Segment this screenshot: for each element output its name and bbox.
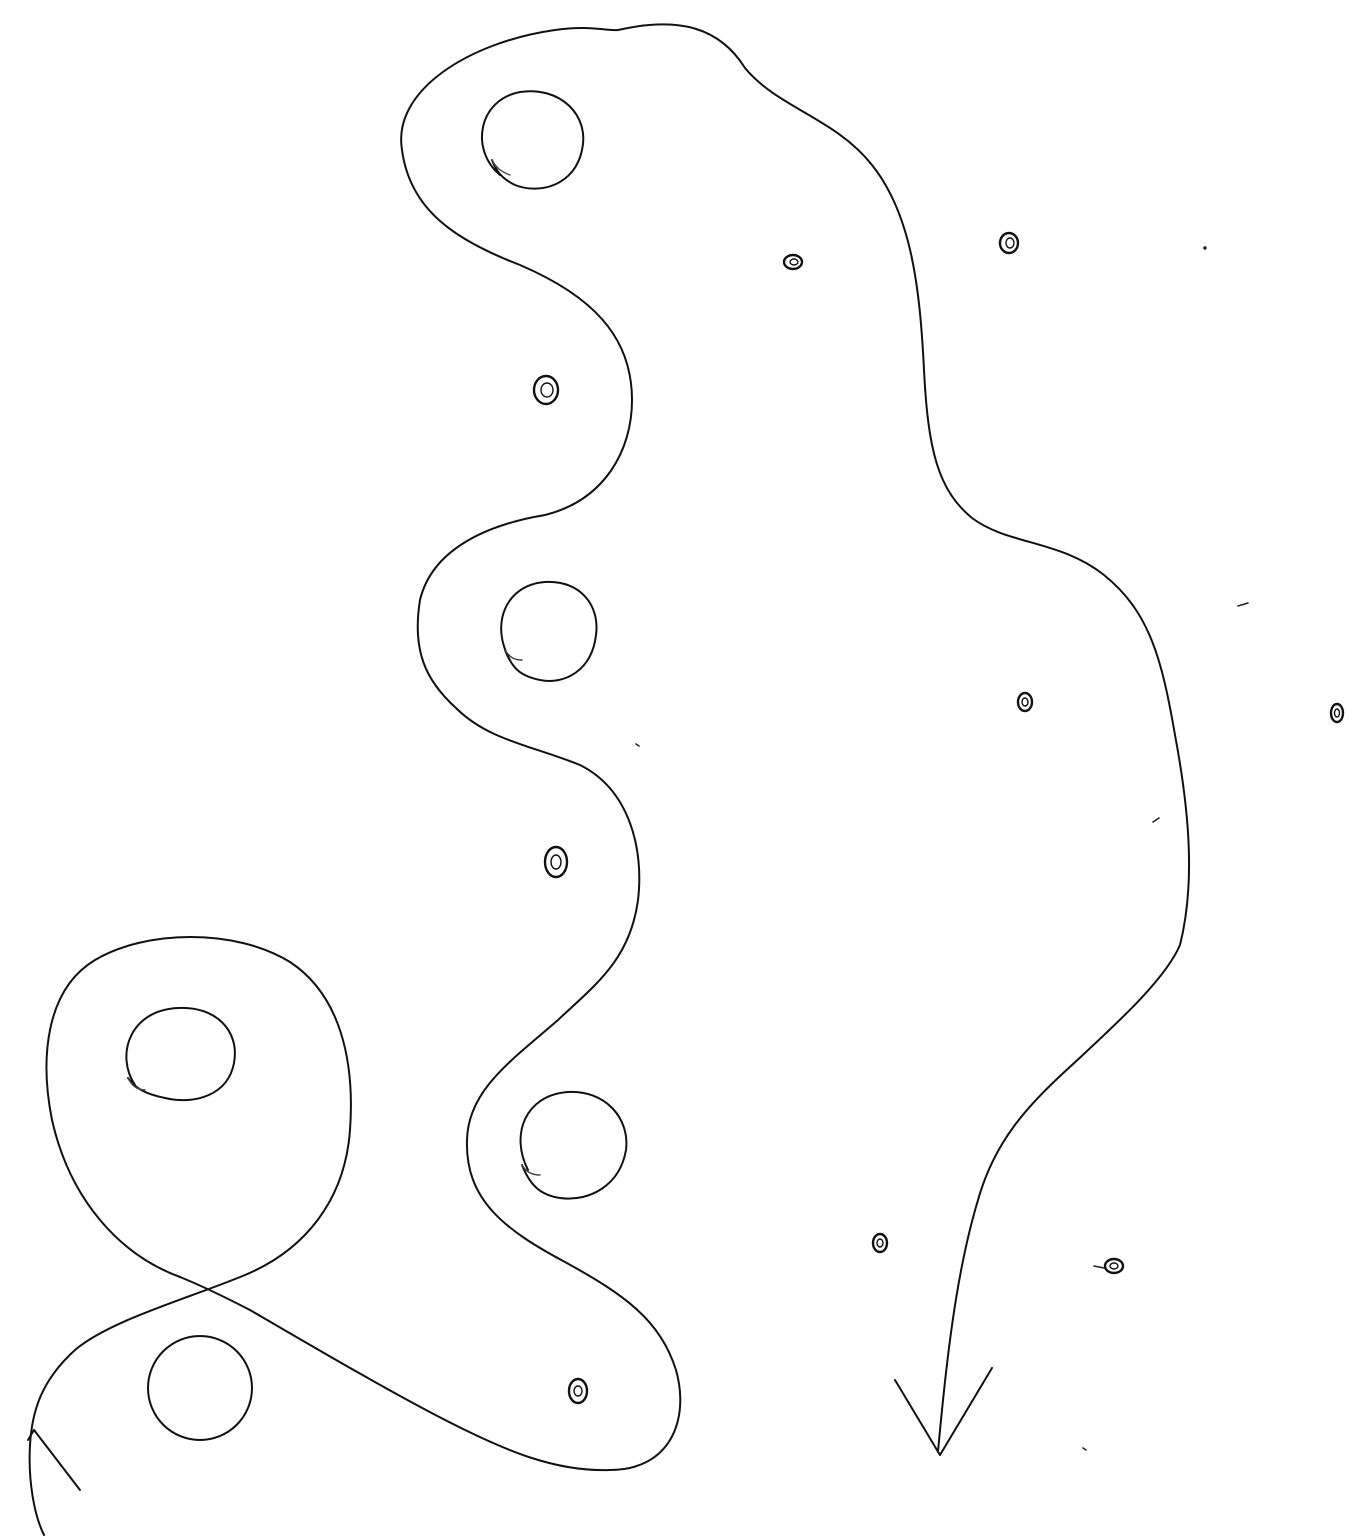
stray-mark: [1238, 603, 1248, 606]
stray-mark: [1083, 1448, 1086, 1450]
arrowhead: [895, 1368, 992, 1455]
large-circle: [501, 582, 596, 681]
small-dot: [545, 847, 567, 877]
small-dot: [569, 1379, 587, 1403]
small-dot: [784, 255, 802, 269]
large-circle: [148, 1336, 252, 1440]
small-dot: [1331, 704, 1343, 722]
small-dot: [1204, 247, 1206, 249]
small-dot: [1094, 1259, 1123, 1273]
stray-mark: [1153, 818, 1159, 822]
crossing-loop-arrow: [30, 937, 351, 1535]
small-dot: [534, 376, 558, 404]
stray-mark: [636, 744, 639, 746]
arrowhead: [28, 1430, 80, 1490]
large-circle: [521, 1092, 627, 1199]
small-dot: [873, 1234, 887, 1252]
large-circle: [126, 1008, 235, 1100]
small-dot: [1000, 233, 1018, 253]
large-circle: [482, 91, 583, 188]
small-dot: [1018, 693, 1032, 711]
blob-outline: [180, 24, 1189, 1470]
